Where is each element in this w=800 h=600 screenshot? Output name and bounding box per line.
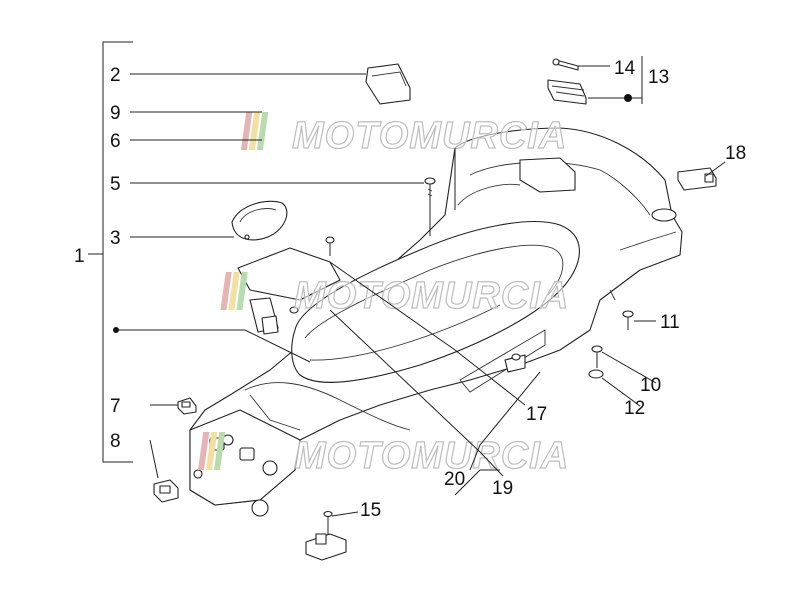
watermark-bottom: MOTOMURCIA: [197, 432, 569, 478]
callout-20: 20: [444, 469, 465, 490]
callout-9: 9: [110, 103, 121, 124]
part-18-cap: [677, 167, 717, 191]
callout-15: 15: [360, 500, 381, 521]
part-2-cover: [365, 63, 411, 105]
callout-11: 11: [660, 312, 680, 333]
callout-labels: 1 2 3 5 6 7 8 9 10 11 12 13 14 15 17 18 …: [74, 58, 746, 521]
callout-17: 17: [526, 404, 547, 425]
callout-2: 2: [110, 65, 121, 86]
watermark-text: MOTOMURCIA: [294, 275, 569, 317]
front-screws: [289, 236, 335, 314]
part-5-screw: [424, 177, 436, 200]
callout-1: 1: [74, 246, 85, 267]
part-7-clip: [177, 397, 197, 415]
callout-13: 13: [648, 67, 669, 88]
callout-5: 5: [110, 174, 121, 195]
part-3-lid: [231, 200, 288, 241]
callout-12: 12: [624, 398, 645, 419]
helmet-compartment: [189, 127, 683, 517]
callout-10: 10: [640, 375, 661, 396]
watermark-text: MOTOMURCIA: [294, 435, 569, 477]
callout-6: 6: [110, 131, 121, 152]
callout-14: 14: [614, 58, 636, 79]
callout-18: 18: [725, 143, 746, 164]
watermark-top: MOTOMURCIA: [240, 112, 567, 158]
part-8-clip: [153, 479, 179, 503]
watermark-text: MOTOMURCIA: [292, 115, 567, 157]
leader-lines: [113, 56, 726, 517]
callout-7: 7: [110, 396, 121, 417]
watermark-middle: MOTOMURCIA: [220, 272, 569, 318]
part-13-lamp-assembly: [547, 79, 587, 105]
part-14-bulb: [552, 58, 579, 71]
part-10-screw: [591, 345, 603, 368]
group-1-bracket: [88, 41, 133, 463]
part-15-switch: [305, 510, 347, 561]
callout-8: 8: [110, 431, 121, 452]
part-12-washer: [588, 369, 604, 379]
part-11-screw: [622, 310, 634, 330]
callout-3: 3: [110, 228, 121, 249]
callout-19: 19: [492, 478, 513, 499]
